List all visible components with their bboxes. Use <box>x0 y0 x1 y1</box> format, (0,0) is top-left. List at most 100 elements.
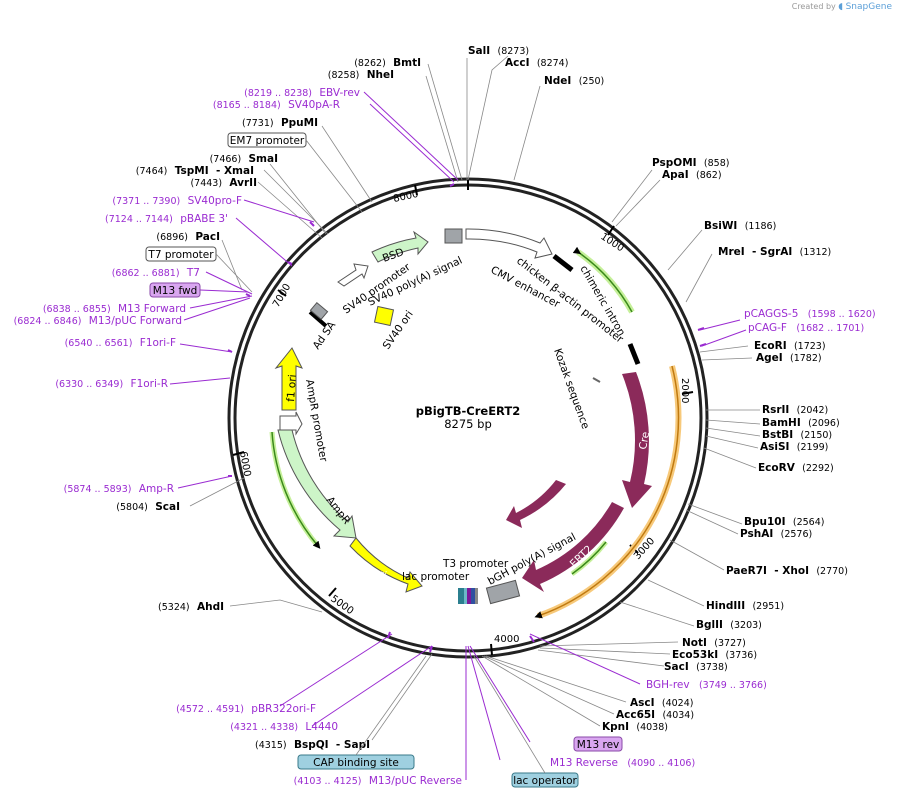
boxed-labels: M13 fwd M13 rev EM7 promoter T7 promoter… <box>145 132 623 788</box>
label-t3: T3 promoter <box>442 558 509 570</box>
site-bstbi[interactable]: BstBI (2150) <box>762 429 832 441</box>
snapgene-credit: Created by ◖ SnapGene <box>792 2 892 12</box>
tick-4000: 4000 <box>494 634 519 645</box>
primer-sv40pa-r[interactable]: (8165 .. 8184) SV40pA-R <box>213 99 340 111</box>
site-bsiwi[interactable]: BsiWI (1186) <box>704 220 776 232</box>
primer-pcaggs5[interactable]: pCAGGS-5 (1598 .. 1620) <box>744 308 876 320</box>
primer-m13puc-reverse[interactable]: (4103 .. 4125) M13/pUC Reverse <box>294 775 462 787</box>
feature-ert2[interactable] <box>522 502 624 592</box>
feature-lac-cluster[interactable] <box>458 588 478 604</box>
site-avrii[interactable]: (7443) AvrII <box>190 177 257 189</box>
primer-sv40pro-f[interactable]: (7371 .. 7390) SV40pro-F <box>112 195 242 207</box>
em7-label: EM7 promoter <box>230 135 305 147</box>
primer-ampr[interactable]: (5874 .. 5893) Amp-R <box>64 483 174 495</box>
primer-m13puc-forward[interactable]: (6824 .. 6846) M13/pUC Forward <box>14 315 182 327</box>
credit-prefix: Created by <box>791 2 836 11</box>
feature-bgh-box[interactable] <box>485 579 521 605</box>
site-ecori[interactable]: EcoRI (1723) <box>754 340 826 352</box>
primer-t7[interactable]: (6862 .. 6881) T7 <box>112 267 200 279</box>
feature-grey-box-top[interactable] <box>444 228 463 244</box>
m13-fwd-label: M13 fwd <box>153 285 198 297</box>
feature-cre[interactable] <box>622 372 652 508</box>
feature-kozak <box>592 377 601 383</box>
feature-er-lbd[interactable] <box>506 480 566 528</box>
m13-rev-label: M13 rev <box>577 739 620 751</box>
primer-bghrev[interactable]: BGH-rev (3749 .. 3766) <box>646 679 767 691</box>
site-labels: SalI (8273) AccI (8274) NdeI (250) PspOM… <box>116 45 848 751</box>
site-tspmi-xmai[interactable]: (7464) TspMI - XmaI <box>136 165 254 177</box>
primer-pcagf[interactable]: pCAG-F (1682 .. 1701) <box>748 322 864 334</box>
site-kpni[interactable]: KpnI (4038) <box>602 721 668 733</box>
primer-f1ori-r[interactable]: (6330 .. 6349) F1ori-R <box>55 378 168 390</box>
site-nhei[interactable]: (8258) NheI <box>328 69 394 81</box>
feature-ampr[interactable] <box>277 429 357 539</box>
site-acc65i[interactable]: Acc65I (4034) <box>616 709 694 721</box>
label-kozak: Kozak sequence <box>551 347 591 431</box>
site-scai[interactable]: (5804) ScaI <box>116 501 180 513</box>
boxed-leader-lines <box>215 139 546 774</box>
primer-ebv-rev[interactable]: (8219 .. 8238) EBV-rev <box>244 87 360 99</box>
primer-marks <box>227 183 707 653</box>
ruler-ticks <box>232 179 694 656</box>
primer-labels: pCAGGS-5 (1598 .. 1620) pCAG-F (1682 .. … <box>14 87 876 787</box>
feature-bsd[interactable] <box>371 230 429 263</box>
site-apai[interactable]: ApaI (862) <box>662 169 722 181</box>
site-ndei[interactable]: NdeI (250) <box>544 75 604 87</box>
site-agei[interactable]: AgeI (1782) <box>756 352 822 364</box>
t7-label: T7 promoter <box>147 249 214 261</box>
site-bglii[interactable]: BglII (3203) <box>696 619 762 631</box>
site-sali[interactable]: SalI (8273) <box>468 45 529 57</box>
site-paci[interactable]: (6896) PacI <box>156 231 220 243</box>
primer-l4440[interactable]: (4321 .. 4338) L4440 <box>230 721 338 733</box>
site-rsrii[interactable]: RsrII (2042) <box>762 404 828 416</box>
primer-pbr322ori-f[interactable]: (4572 .. 4591) pBR322ori-F <box>176 703 316 715</box>
site-acci[interactable]: AccI (8274) <box>505 57 568 69</box>
site-saci[interactable]: SacI (3738) <box>664 661 728 673</box>
site-noti[interactable]: NotI (3727) <box>682 637 746 649</box>
site-bmti[interactable]: (8262) BmtI <box>354 57 421 69</box>
label-f1ori: f1 ori <box>285 374 299 402</box>
feature-black-bar-2 <box>627 343 641 365</box>
snapgene-logo: ◖ <box>838 2 844 12</box>
feature-grey-box-left[interactable] <box>309 301 329 321</box>
primer-pbabe3[interactable]: (7124 .. 7144) pBABE 3' <box>105 213 228 225</box>
site-ppumi[interactable]: (7731) PpuMI <box>242 117 318 129</box>
feature-ampr-promoter[interactable] <box>279 411 303 436</box>
feature-cmv-enhancer[interactable] <box>465 228 553 259</box>
site-leader-lines <box>189 55 761 741</box>
site-asisi[interactable]: AsiSI (2199) <box>760 441 828 453</box>
credit-brand: SnapGene <box>845 2 892 12</box>
tick-6000: 6000 <box>237 451 252 478</box>
site-bamhi[interactable]: BamHI (2096) <box>762 417 840 429</box>
label-cre: Cre <box>637 431 652 451</box>
feature-sv40-promoter[interactable] <box>337 263 369 287</box>
site-smai[interactable]: (7466) SmaI <box>210 153 278 165</box>
primer-m13-forward[interactable]: (6838 .. 6855) M13 Forward <box>43 303 186 315</box>
site-pshai[interactable]: PshAI (2576) <box>740 528 812 540</box>
site-hindiii[interactable]: HindIII (2951) <box>706 600 784 612</box>
label-lac: lac promoter <box>402 571 470 583</box>
feature-ad-sa <box>308 310 328 328</box>
primer-f1ori-f[interactable]: (6540 .. 6561) F1ori-F <box>65 337 176 349</box>
site-ahdi[interactable]: (5324) AhdI <box>158 601 224 613</box>
feature-f1ori[interactable] <box>274 347 303 411</box>
primer-leader-lines <box>169 91 747 780</box>
site-ecorv[interactable]: EcoRV (2292) <box>758 462 834 474</box>
label-ori: ori <box>371 566 388 582</box>
m13-rev-box[interactable] <box>573 736 623 752</box>
site-asci[interactable]: AscI (4024) <box>630 697 693 709</box>
label-ampr-promoter: AmpR promoter <box>303 378 329 463</box>
primer-m13reverse[interactable]: M13 Reverse (4090 .. 4106) <box>550 757 695 769</box>
tick-2000: 2000 <box>679 378 690 403</box>
m13-fwd-box[interactable] <box>149 282 201 298</box>
site-bpu10i[interactable]: Bpu10I (2564) <box>744 516 824 528</box>
feature-sv40-ori[interactable] <box>373 305 395 327</box>
site-pspomi[interactable]: PspOMI (858) <box>652 157 729 169</box>
site-paer7i-xhoi[interactable]: PaeR7I - XhoI (2770) <box>726 565 848 577</box>
site-mrei-sgrai[interactable]: MreI - SgrAI (1312) <box>718 246 831 258</box>
feature-ori[interactable] <box>349 537 423 593</box>
site-eco53ki[interactable]: Eco53kI (3736) <box>672 649 757 661</box>
site-bspqi-sapi[interactable]: (4315) BspQI - SapI <box>255 739 370 751</box>
